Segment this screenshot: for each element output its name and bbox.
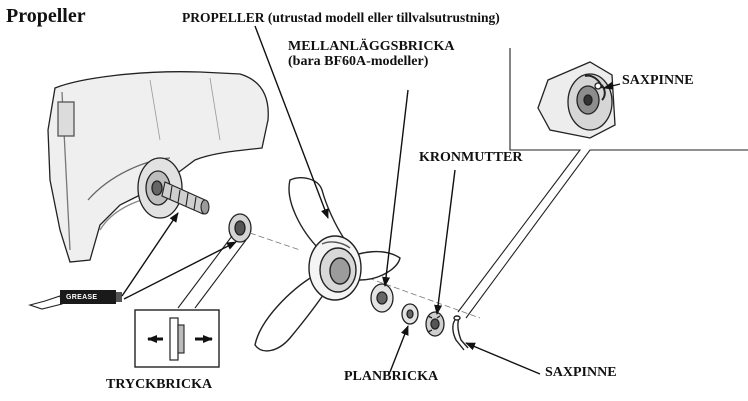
- shaft-axis-line: [249, 232, 481, 319]
- castle-nut: [425, 311, 445, 337]
- grease-tube-icon: [28, 290, 122, 310]
- label-grease: GREASE: [66, 294, 98, 301]
- propeller-shaft: [161, 181, 210, 215]
- propeller: [254, 177, 401, 352]
- thrust-washer-detail-box: [134, 235, 247, 368]
- page-title: Propeller: [6, 5, 86, 27]
- label-cotter-pin-detail: SAXPINNE: [622, 73, 694, 88]
- shim-washer: [370, 283, 394, 313]
- label-shim-washer: MELLANLÄGGSBRICKA (bara BF60A-modeller): [288, 39, 455, 69]
- label-castle-nut: KRONMUTTER: [419, 150, 523, 165]
- label-shim-washer-line1: MELLANLÄGGSBRICKA: [288, 39, 455, 54]
- label-cotter-pin: SAXPINNE: [545, 365, 617, 380]
- leader-lines: [121, 25, 621, 375]
- label-shim-washer-line2: (bara BF60A-modeller): [288, 53, 429, 69]
- cotter-pin: [452, 315, 469, 351]
- cotter-pin-detail-inset: [457, 48, 748, 319]
- label-thrust-washer: TRYCKBRICKA: [106, 377, 213, 392]
- label-propeller: PROPELLER (utrustad modell eller tillval…: [182, 10, 500, 25]
- label-flat-washer: PLANBRICKA: [344, 369, 439, 384]
- flat-washer: [401, 303, 419, 325]
- thrust-washer: [228, 213, 252, 243]
